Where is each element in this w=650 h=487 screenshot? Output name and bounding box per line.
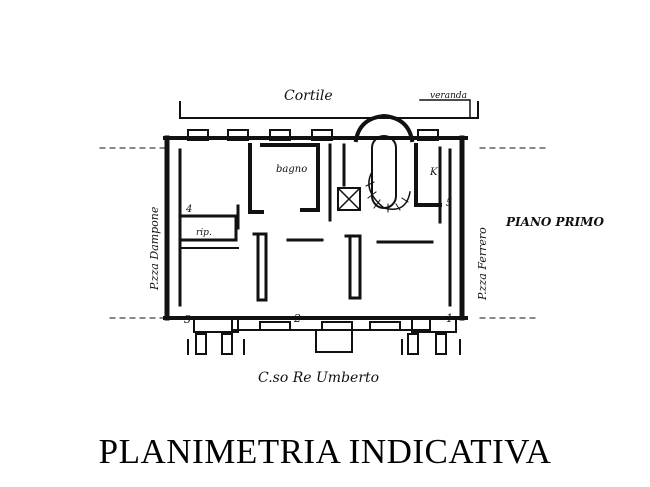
room-number-3: 3 bbox=[184, 313, 191, 326]
wall-bathroom-left bbox=[248, 143, 264, 214]
page-title: PLANIMETRIA INDICATIVA bbox=[98, 432, 552, 471]
top-windows bbox=[187, 129, 439, 141]
elevator-cross bbox=[336, 186, 362, 212]
storage-label: rip. bbox=[196, 228, 212, 238]
room-number-2: 2 bbox=[293, 312, 301, 325]
wall-kitchen bbox=[414, 143, 442, 207]
wall-pillar-right bbox=[344, 234, 362, 300]
room-number-1: 1 bbox=[446, 312, 453, 325]
floor-plan: Cortile veranda bagno K rip. PIANO PRIMO… bbox=[99, 88, 604, 386]
room-number-5: 5 bbox=[446, 198, 452, 209]
wall-bathroom bbox=[260, 143, 320, 212]
stair-flight bbox=[368, 170, 411, 210]
courtyard-wall bbox=[179, 101, 479, 119]
stair-steps bbox=[365, 181, 409, 213]
balconies bbox=[177, 317, 457, 355]
veranda-line bbox=[419, 99, 471, 119]
floor-label: PIANO PRIMO bbox=[505, 215, 604, 229]
stair-bay bbox=[353, 113, 415, 143]
veranda-label: veranda bbox=[430, 91, 467, 101]
stair-core bbox=[371, 135, 397, 209]
street-bottom-label: C.so Re Umberto bbox=[258, 370, 379, 386]
street-left-label: P.zza Dampone bbox=[148, 206, 161, 291]
kitchen-label: K bbox=[429, 167, 438, 178]
street-right-label: P.zza Ferrero bbox=[476, 227, 489, 301]
room-number-4: 4 bbox=[185, 204, 192, 215]
courtyard-label: Cortile bbox=[284, 88, 333, 104]
elevator-shaft bbox=[337, 187, 361, 211]
bathroom-label: bagno bbox=[276, 164, 307, 175]
wall-storage bbox=[178, 214, 238, 242]
bottom-window-dots bbox=[187, 339, 461, 355]
wall-pillar-left bbox=[252, 232, 268, 302]
